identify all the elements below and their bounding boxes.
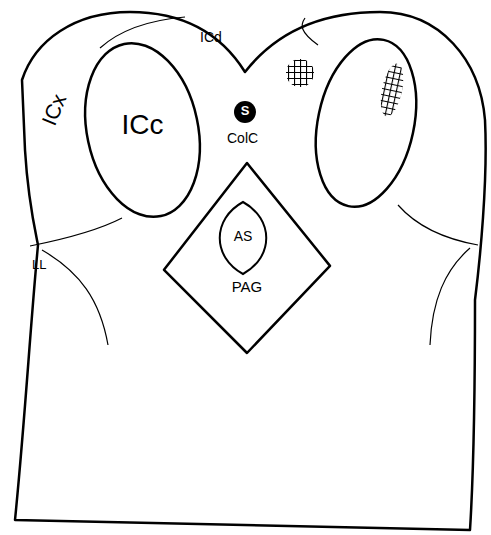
pag-region: PAG AS <box>161 160 333 356</box>
region-label: LL <box>32 258 46 272</box>
region-name: ICc <box>82 110 203 141</box>
region-label: ICd <box>200 30 222 45</box>
icx-boundary <box>398 205 478 245</box>
region-label: ICx <box>37 91 70 129</box>
icd-boundary <box>100 17 185 48</box>
icx-boundary <box>30 218 122 246</box>
pag-region-outline <box>161 160 333 356</box>
ll-boundary <box>42 250 108 345</box>
icd-boundary <box>302 18 318 45</box>
ll-boundary <box>430 248 470 345</box>
right-icc-outline <box>301 30 430 216</box>
hatched-site <box>377 62 408 119</box>
section-outline <box>15 12 486 530</box>
hatched-site <box>286 59 314 87</box>
region-name: S <box>231 104 259 118</box>
aqueduct: AS <box>214 200 272 276</box>
region-name: AS <box>214 229 272 244</box>
region-name: PAG <box>161 279 333 296</box>
icc-region: ICc <box>82 40 203 220</box>
s-marker: S <box>231 101 259 123</box>
region-label: ColC <box>227 131 258 146</box>
